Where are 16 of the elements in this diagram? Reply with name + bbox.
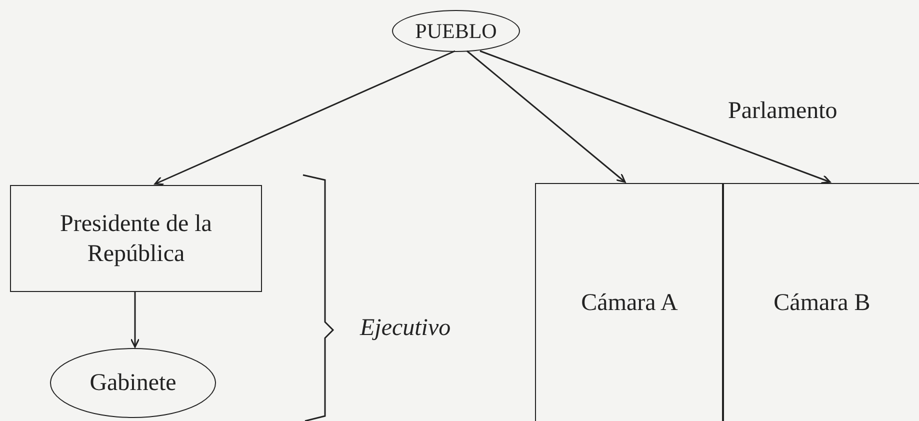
ellipse-node bbox=[50, 348, 216, 418]
node-label: PUEBLO bbox=[415, 18, 497, 44]
group-label: Ejecutivo bbox=[360, 315, 451, 342]
arrow bbox=[466, 50, 626, 183]
ellipse-node bbox=[392, 10, 520, 52]
process-box bbox=[10, 185, 262, 292]
group-label: Parlamento bbox=[728, 98, 838, 125]
node-label: Gabinete bbox=[90, 369, 176, 398]
node-label: Presidente de la República bbox=[59, 210, 213, 268]
arrow bbox=[130, 292, 140, 348]
arrow bbox=[154, 50, 456, 186]
chamber-box bbox=[722, 183, 919, 421]
node-label: Cámara B bbox=[774, 289, 870, 318]
node-label: Cámara A bbox=[581, 289, 678, 318]
arrow bbox=[480, 50, 831, 184]
chamber-box bbox=[535, 183, 724, 421]
